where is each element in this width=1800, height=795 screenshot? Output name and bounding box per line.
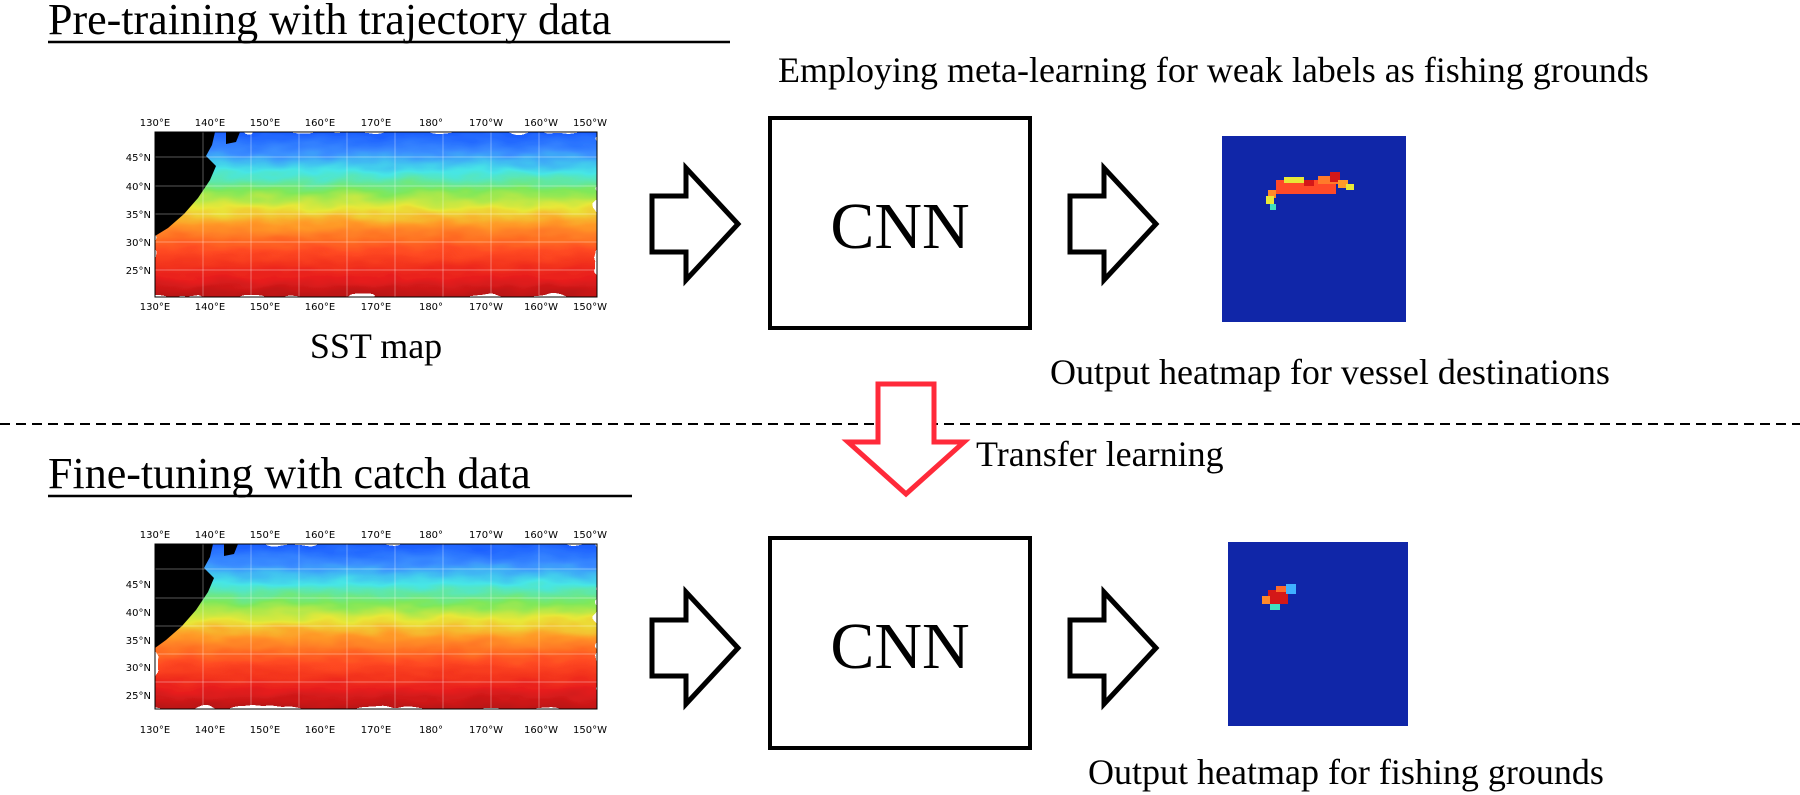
lon-tick: 160°E [305,302,335,313]
lon-tick: 160°E [305,118,335,129]
hollow-arrow-icon [1067,585,1160,711]
sst-map-top [154,131,598,298]
lon-tick: 150°E [250,725,280,736]
map-gridlines [155,132,597,297]
pretrain-title: Pre-training with trajectory data [48,0,611,44]
lat-tick: 25°N [126,266,151,277]
lon-tick: 170°E [361,302,391,313]
lat-tick: 35°N [126,210,151,221]
heatmap-hotspot [1262,584,1296,610]
heatmap-fishing [1228,542,1408,726]
lon-tick: 170°W [469,302,503,313]
finetune-title: Fine-tuning with catch data [48,449,531,498]
lat-tick: 40°N [126,182,151,193]
lon-tick: 180° [419,725,443,736]
lon-tick: 180° [419,118,443,129]
lon-tick: 160°E [305,530,335,541]
lon-tick: 140°E [195,118,225,129]
lat-tick: 30°N [126,238,151,249]
lon-tick: 170°W [469,725,503,736]
lat-tick: 30°N [126,663,151,674]
lon-tick: 170°E [361,530,391,541]
cnn-box-top [768,116,1032,330]
lat-tick: 35°N [126,636,151,647]
transfer-label: Transfer learning [976,434,1224,474]
japan-landmass [155,544,214,648]
lon-tick: 160°E [305,725,335,736]
lon-tick: 170°E [361,725,391,736]
japan-landmass [155,132,216,236]
output-fishing-label: Output heatmap for fishing grounds [1088,752,1604,792]
cnn-label-bottom: CNN [830,610,969,683]
lon-tick: 160°W [524,302,558,313]
lat-tick: 45°N [126,580,151,591]
lon-tick: 130°E [140,302,170,313]
lon-tick: 140°E [195,725,225,736]
meta-learning-label: Employing meta-learning for weak labels … [778,50,1649,90]
lon-tick: 160°W [524,725,558,736]
lat-tick: 40°N [126,608,151,619]
lon-tick: 150°W [573,118,607,129]
lon-tick: 150°E [250,530,280,541]
lat-tick: 45°N [126,153,151,164]
lon-tick: 130°E [140,118,170,129]
hollow-arrow-icon [649,161,742,287]
lon-tick: 150°W [573,302,607,313]
lon-tick: 140°E [195,530,225,541]
lon-tick: 180° [419,530,443,541]
heatmap-hotspot [1266,172,1354,210]
lon-tick: 150°W [573,725,607,736]
map-gridlines [155,544,597,709]
cnn-label-top: CNN [830,190,969,263]
hollow-arrow-icon [1067,161,1160,287]
sst-map-label: SST map [310,326,442,366]
lon-tick: 130°E [140,725,170,736]
lon-tick: 170°E [361,118,391,129]
heatmap-vessel [1222,136,1406,322]
lon-tick: 150°E [250,118,280,129]
lon-tick: 130°E [140,530,170,541]
cnn-box-bottom [768,536,1032,750]
lon-tick: 180° [419,302,443,313]
lon-tick: 160°W [524,118,558,129]
lon-tick: 170°W [469,118,503,129]
lon-tick: 150°W [573,530,607,541]
sst-map-bottom-lon-ticks: 130°E 140°E 150°E 160°E 170°E 180° 170°W… [140,530,607,736]
sst-map-top-lat-ticks: 45°N 40°N 35°N 30°N 25°N [126,153,151,277]
sst-map-top-lon-ticks: 130°E 140°E 150°E 160°E 170°E 180° 170°W… [140,118,607,313]
transfer-arrow-icon [841,381,971,498]
lon-tick: 160°W [524,530,558,541]
sst-map-bottom [154,543,598,710]
lon-tick: 140°E [195,302,225,313]
sst-map-bottom-lat-ticks: 45°N 40°N 35°N 30°N 25°N [126,580,151,702]
lat-tick: 25°N [126,691,151,702]
hollow-arrow-icon [649,585,742,711]
lon-tick: 170°W [469,530,503,541]
output-vessel-label: Output heatmap for vessel destinations [1050,352,1610,392]
lon-tick: 150°E [250,302,280,313]
